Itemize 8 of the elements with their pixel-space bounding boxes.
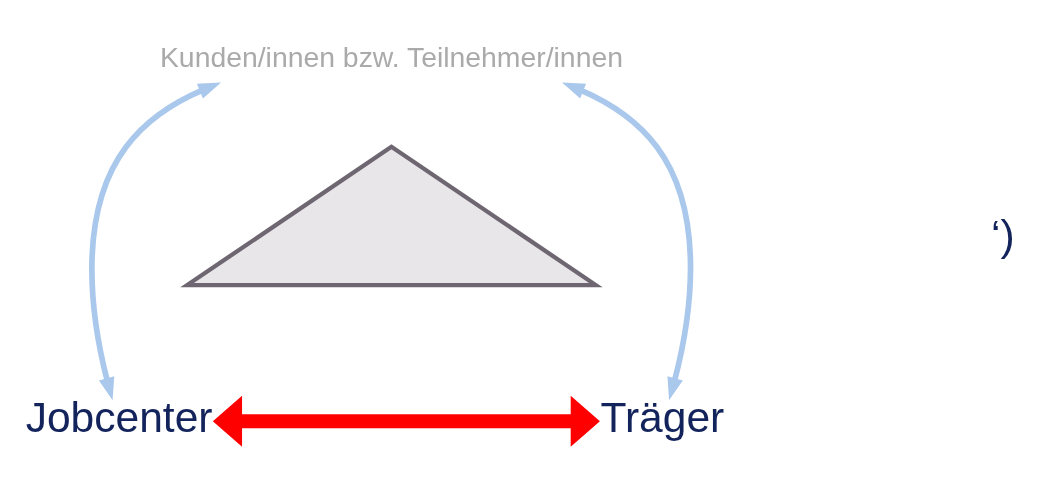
node-text: Kunden/innen bzw. Teilnehmer/innen <box>159 40 623 73</box>
arrow <box>561 82 694 400</box>
node-text: Jobcenter <box>25 392 213 441</box>
arrow <box>89 82 222 400</box>
node-triangle <box>180 143 603 287</box>
arrow <box>212 395 600 447</box>
label: ‘) <box>991 210 1015 259</box>
node-text: Träger <box>600 392 725 441</box>
